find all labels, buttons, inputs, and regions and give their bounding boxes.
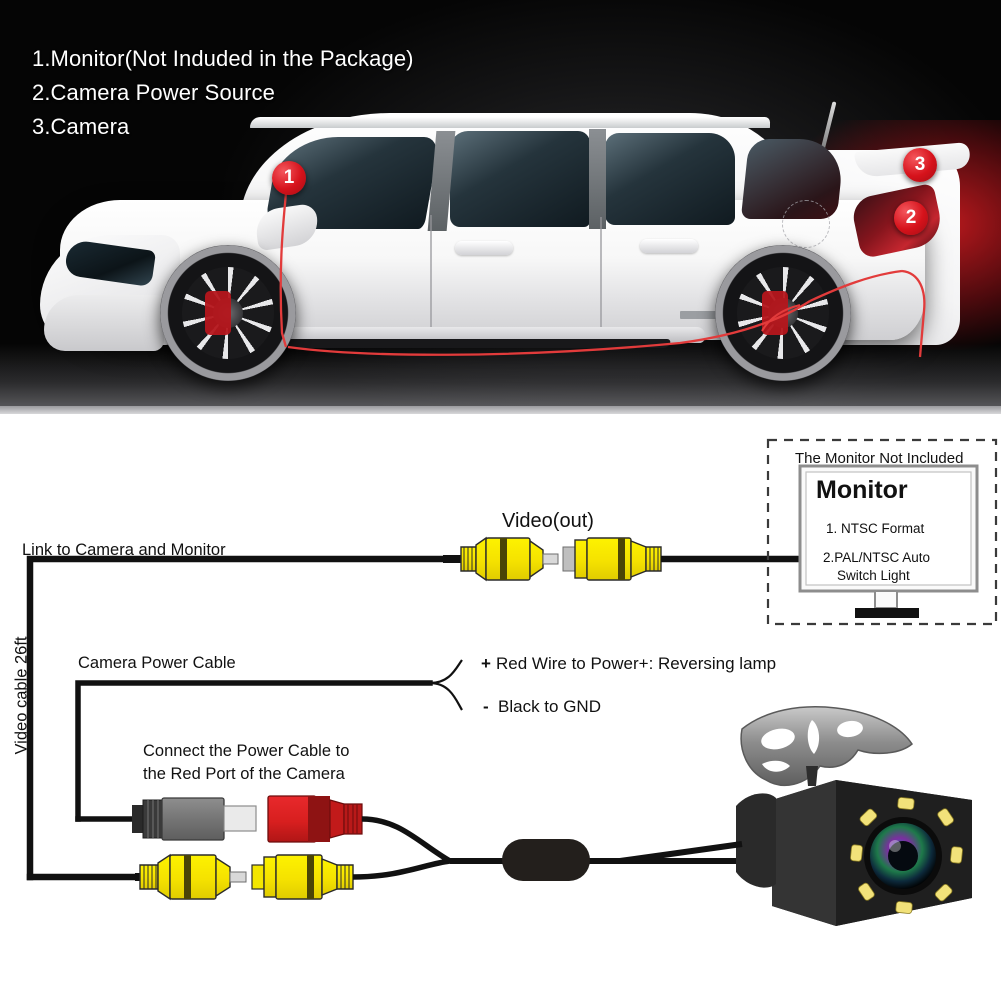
label-video-out: Video(out) — [502, 510, 594, 532]
car-illustration — [40, 95, 971, 395]
label-red-wire-power: + Red Wire to Power+: Reversing lamp — [481, 654, 776, 674]
car-photo-panel: 1.Monitor(Not Induded in the Package) 2.… — [0, 0, 1001, 414]
door-seam-rear — [600, 217, 602, 335]
legend-item-1: 1.Monitor(Not Induded in the Package) — [32, 46, 414, 71]
label-monitor-feature-2: 2.PAL/NTSC Auto Switch Light — [823, 549, 930, 585]
monitor-feature-2-line-1: 2.PAL/NTSC Auto — [823, 550, 931, 565]
video-cable-path — [26, 555, 447, 881]
wiring-svg — [26, 438, 998, 926]
plus-text: Red Wire to Power+: Reversing lamp — [496, 654, 777, 673]
marker-1-monitor: 1 — [272, 161, 306, 195]
label-connect-power-cable: Connect the Power Cable to the Red Port … — [143, 740, 349, 786]
label-monitor-feature-1: 1. NTSC Format — [826, 521, 925, 536]
middle-window — [450, 131, 590, 227]
car-front-bumper — [44, 295, 164, 351]
monitor-feature-2-line-2: Switch Light — [837, 568, 910, 583]
label-link-to-camera-and-monitor: Link to Camera and Monitor — [22, 541, 226, 559]
rear-wheel — [715, 245, 851, 381]
label-monitor-not-included: The Monitor Not Included — [795, 450, 964, 467]
backup-camera — [619, 706, 972, 926]
marker-2-power-source: 2 — [894, 201, 928, 235]
fuel-cap — [782, 200, 830, 248]
front-brake-caliper — [205, 291, 231, 335]
wiring-diagram-panel: Link to Camera and Monitor Camera Power … — [0, 414, 1001, 1001]
label-black-to-gnd: -Black to GND — [483, 697, 601, 717]
photo-bottom-edge — [0, 406, 1001, 414]
camera-video-connector-pair — [135, 853, 451, 901]
hybrid-badge — [680, 311, 724, 319]
legend-item-3: 3.Camera — [32, 114, 130, 139]
door-handle-front — [455, 241, 513, 255]
minus-sign: - — [483, 697, 489, 716]
power-connector-pair — [132, 795, 452, 864]
power-wire-split — [429, 659, 463, 711]
door-seam-front — [430, 215, 432, 335]
label-camera-power-cable: Camera Power Cable — [78, 654, 236, 672]
rear-brake-caliper — [762, 291, 788, 335]
c-pillar — [589, 129, 606, 229]
marker-3-camera: 3 — [903, 148, 937, 182]
connect-line-1: Connect the Power Cable to — [143, 742, 350, 760]
power-cable-path — [75, 680, 433, 822]
video-out-connector-pair — [443, 536, 800, 582]
connect-line-2: the Red Port of the Camera — [143, 765, 345, 783]
photo-legend: 1.Monitor(Not Induded in the Package) 2.… — [32, 42, 414, 144]
door-handle-rear — [640, 239, 698, 253]
label-video-cable-length: Video cable 26ft — [12, 636, 31, 755]
plus-sign: + — [481, 654, 491, 673]
car-roof-rail — [250, 117, 770, 128]
minus-text: Black to GND — [498, 697, 601, 716]
rear-window — [605, 133, 735, 225]
label-monitor-title: Monitor — [816, 476, 908, 504]
legend-item-2: 2.Camera Power Source — [32, 80, 275, 105]
monitor-group — [766, 438, 998, 626]
